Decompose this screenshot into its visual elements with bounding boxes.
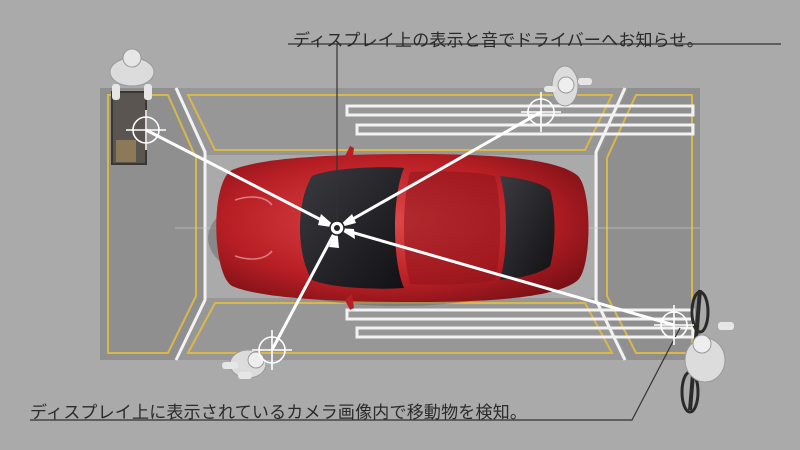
crosshair-target-icon [126, 110, 166, 150]
caption-bottom: ディスプレイ上に表示されているカメラ画像内で移動物を検知。 [30, 403, 528, 423]
pedestrian-icon [544, 65, 592, 107]
white-markings [174, 87, 695, 361]
crosshair-target-icon [252, 330, 292, 370]
pedestrian-pushing-cart-icon [109, 48, 155, 165]
crosshair-target-icon [521, 92, 561, 132]
camera-target-icon [329, 220, 345, 236]
caption-top: ディスプレイ上の表示と音でドライバーへお知らせ。 [293, 31, 704, 51]
cyclist-icon [680, 289, 734, 414]
detection-lines [145, 110, 675, 351]
leader-lines [30, 43, 781, 421]
crosshair-target-icon [654, 305, 694, 345]
lane-lines [107, 94, 693, 354]
